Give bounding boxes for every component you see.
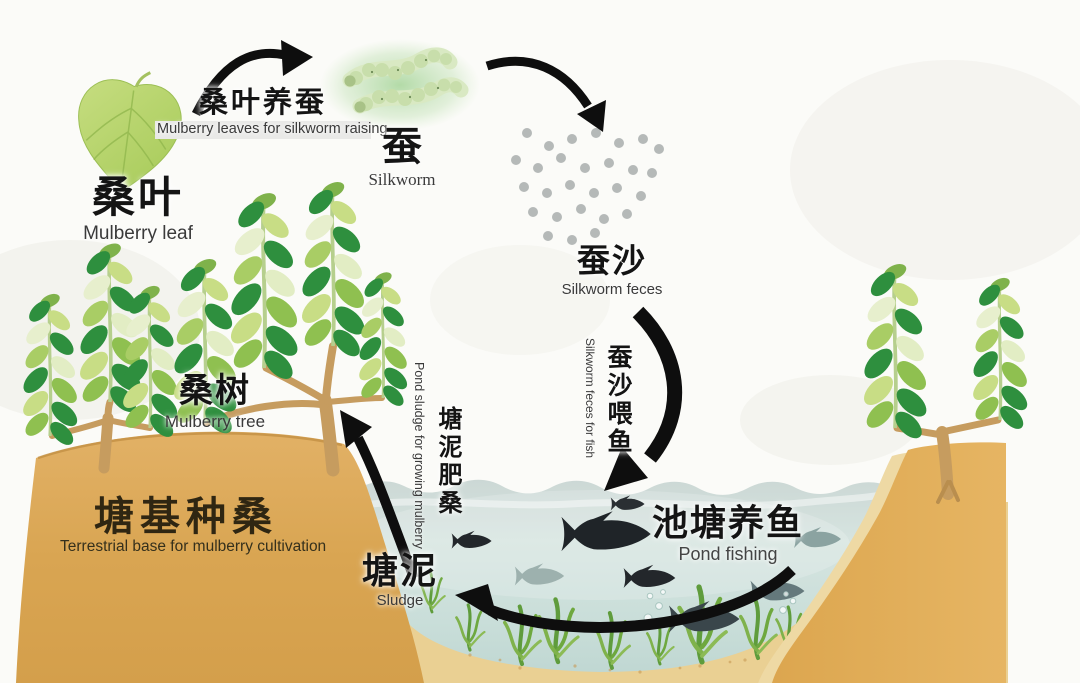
label-mulberry-leaf: 桑叶 Mulberry leaf <box>58 174 218 245</box>
label-sludge: 塘泥 Sludge <box>350 552 450 609</box>
label-mulberry-leaf-en: Mulberry leaf <box>83 223 193 245</box>
label-mulberry-tree-zh: 桑树 <box>179 372 251 410</box>
label-leaves-for-silkworm-zh: 桑叶养蚕 <box>198 87 327 119</box>
left-dike <box>16 431 424 683</box>
label-mulberry-tree: 桑树 Mulberry tree <box>160 372 270 431</box>
flow-arrows <box>191 40 796 633</box>
label-mulberry-tree-en: Mulberry tree <box>164 411 266 431</box>
label-pond-fishing-zh: 池塘养鱼 <box>651 502 804 543</box>
label-feces-for-fish-zh: 蚕沙喂鱼 <box>604 344 632 456</box>
label-silkworm-feces-en: Silkworm feces <box>561 280 663 298</box>
label-silkworm-feces: 蚕沙 Silkworm feces <box>556 242 668 298</box>
mulberry-tree-left-small <box>17 238 184 474</box>
label-sludge-zh: 塘泥 <box>361 550 438 591</box>
label-silkworm: 蚕 Silkworm <box>352 126 452 189</box>
label-leaves-for-silkworm: 桑叶养蚕 Mulberry leaves for silkworm raisin… <box>155 87 388 139</box>
label-silkworm-en: Silkworm <box>368 170 436 189</box>
arrow-feces-to-pond <box>604 306 683 491</box>
label-sludge-for-mulberry: Pond sludge for growing mulberry 塘泥肥桑 <box>412 362 465 582</box>
arrow-sludge-to-mulberry <box>340 410 419 580</box>
arrow-silkworm-to-feces <box>485 56 606 132</box>
label-pond-fishing: 池塘养鱼 Pond fishing <box>648 504 808 564</box>
mulberry-tree-left-large <box>167 176 413 477</box>
label-mulberry-leaf-zh: 桑叶 <box>92 174 184 222</box>
label-terrestrial-base-zh: 塘基种桑 <box>94 495 278 539</box>
arrow-pond-to-sludge <box>455 565 796 633</box>
right-bank <box>758 442 1006 683</box>
arrow-leaves-to-silkworm <box>191 40 313 117</box>
mulberry-tree-right <box>857 258 1034 504</box>
label-pond-fishing-en: Pond fishing <box>678 543 778 564</box>
label-sludge-for-mulberry-en: Pond sludge for growing mulberry <box>412 362 426 549</box>
label-terrestrial-base-en: Terrestrial base for mulberry cultivatio… <box>60 538 327 555</box>
label-silkworm-zh: 蚕 <box>382 125 422 169</box>
label-terrestrial-base: 塘基种桑 Terrestrial base for mulberry culti… <box>60 495 327 555</box>
label-leaves-for-silkworm-en: Mulberry leaves for silkworm raising <box>155 121 388 139</box>
label-silkworm-feces-zh: 蚕沙 <box>577 242 647 279</box>
label-feces-for-fish-en: Silkworm feces for fish <box>583 338 597 459</box>
feces-dots <box>511 128 664 245</box>
silkworms-illustration <box>320 39 480 131</box>
label-sludge-en: Sludge <box>376 591 424 609</box>
label-sludge-for-mulberry-zh: 塘泥肥桑 <box>434 406 461 518</box>
mulberry-leaf-illustration <box>78 71 182 193</box>
label-feces-for-fish: Silkworm feces for fish 蚕沙喂鱼 <box>583 338 636 488</box>
